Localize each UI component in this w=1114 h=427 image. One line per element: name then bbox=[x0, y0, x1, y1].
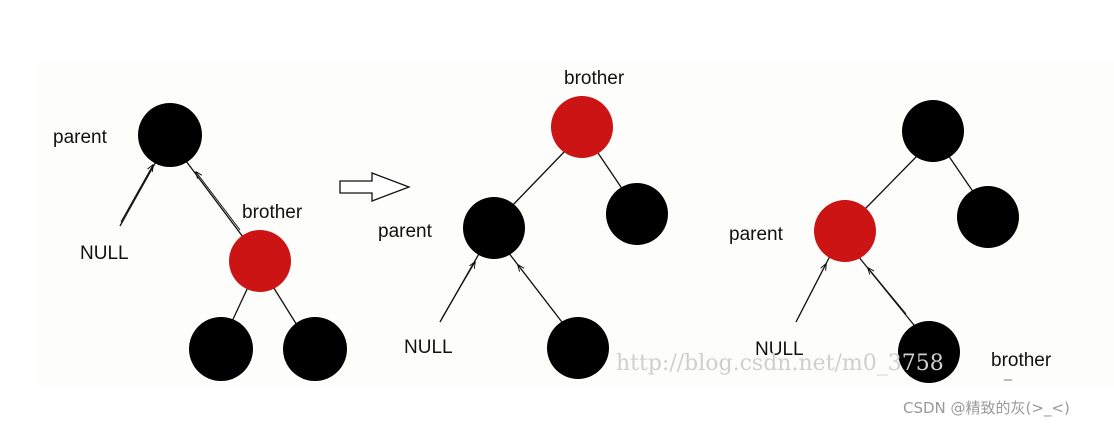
label-parent: parent bbox=[53, 127, 108, 148]
label-brother: brother bbox=[242, 202, 303, 223]
label-brother: brother bbox=[564, 68, 625, 89]
edge-parent-brother-arrow bbox=[196, 172, 241, 231]
node-parent-black bbox=[463, 197, 525, 259]
edge-brother-right bbox=[271, 284, 301, 331]
diagram-before-rotation: parent brother NULL bbox=[53, 103, 347, 381]
node-parent-child-black bbox=[547, 317, 609, 379]
edge-root-parent bbox=[863, 154, 919, 211]
edge-brother-parent bbox=[509, 149, 567, 209]
node-brother-left-child-black bbox=[189, 317, 253, 381]
hollow-right-arrow-icon bbox=[339, 172, 411, 202]
node-parent-child-black bbox=[898, 321, 960, 383]
edge-root-right bbox=[947, 154, 977, 197]
edge-parent-null-arrow bbox=[441, 262, 475, 319]
edge-brother-right bbox=[595, 149, 626, 194]
node-root-black bbox=[902, 100, 964, 162]
node-brother-red bbox=[551, 96, 613, 158]
watermark-url: http://blog.csdn.net/m0_3758 bbox=[616, 351, 944, 376]
node-brother-right-child-black bbox=[283, 317, 347, 381]
label-parent: parent bbox=[729, 224, 784, 245]
label-brother: brother bbox=[991, 350, 1052, 371]
node-root-right-child-black bbox=[957, 186, 1019, 248]
node-brother-right-child-black bbox=[606, 183, 668, 245]
node-parent-black bbox=[138, 103, 202, 167]
edge-parent-null-arrow bbox=[120, 165, 153, 223]
edge-parent-child-arrow bbox=[518, 265, 556, 314]
label-brother-backdrop bbox=[970, 342, 1070, 376]
node-parent-red bbox=[814, 200, 876, 262]
label-parent: parent bbox=[378, 221, 433, 242]
edge-parent-brother bbox=[182, 156, 247, 242]
edge-parent-child-arrow bbox=[868, 268, 907, 315]
label-null: NULL bbox=[755, 339, 804, 360]
diagram-after-rotation: brother parent NULL bbox=[378, 68, 668, 379]
label-null: NULL bbox=[80, 243, 129, 264]
node-brother-red bbox=[229, 230, 291, 292]
credit-text: CSDN @精致的灰(>_<) bbox=[903, 399, 1070, 418]
diagram-recolored: parent NULL bbox=[729, 100, 1019, 383]
edge-parent-null-arrow bbox=[797, 264, 826, 319]
label-null: NULL bbox=[404, 337, 453, 358]
